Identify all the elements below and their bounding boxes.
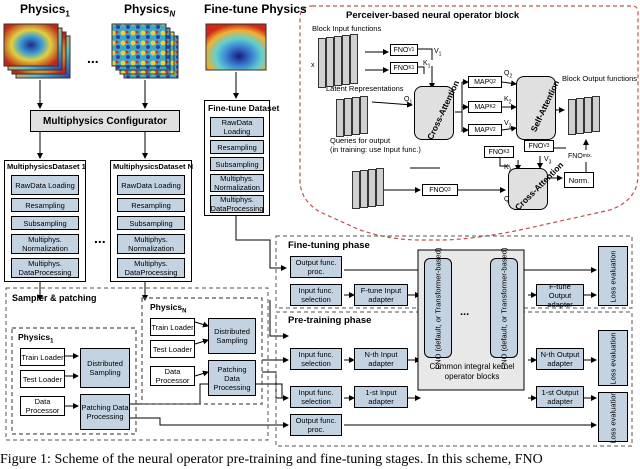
queries-sub-label: (in training: use Input func.) <box>330 145 421 154</box>
pretrain-output-proc: Output func. proc. <box>290 414 342 436</box>
finetune-loss-evaluation: Loss evaluation <box>598 246 628 306</box>
physics-1-label: Physics1 <box>20 2 70 19</box>
common-blocks-label: Common integral kernel operator blocks <box>429 362 515 381</box>
pretrain-phase-title: Pre-training phase <box>288 315 372 326</box>
finetune-input-selection: Input func. selection <box>290 284 342 306</box>
fno-block-left: FNO (default, or Transformer-based) <box>424 247 452 369</box>
train-loader-n: Train Loader <box>150 318 195 336</box>
pretrain-loss-evaluation-1: Loss evaluation <box>598 391 628 443</box>
dataset-n-step: RawData Loading <box>117 175 185 195</box>
first-output-adapter: 1-st Output adapter <box>536 386 584 408</box>
v1-label: V1 <box>434 48 442 58</box>
physics-n-label: PhysicsN <box>124 2 176 19</box>
dataset-n-step: Multiphys. Normalization <box>117 234 185 254</box>
finetune-physics-label: Fine-tune Physics <box>204 2 307 16</box>
first-input-adapter: 1-st Input adapter <box>354 386 408 408</box>
datasets-dots: ... <box>94 230 106 246</box>
q1-label: Q1 <box>404 96 413 106</box>
figure-caption: Figure 1: Scheme of the neural operator … <box>0 452 543 467</box>
dataset-1-step: Multiphys. DataProcessing <box>11 258 79 278</box>
k1-label: K1 <box>423 60 431 70</box>
finetune-dataset-step: RawData Loading <box>210 117 264 137</box>
v3-label: V3 <box>544 156 552 166</box>
dataset-n-title: MultiphysicsDataset N <box>113 162 194 171</box>
physics-n-maps <box>111 23 179 79</box>
dataset-1-step: Resampling <box>11 198 79 212</box>
fno-dots: ... <box>460 306 470 318</box>
block-output-label: Block Output functions <box>562 74 638 83</box>
pretrain-input-selection-1: Input func. selection <box>290 386 342 408</box>
block-input-functions-stack <box>318 34 368 92</box>
finetune-phase-title: Fine-tuning phase <box>288 240 370 251</box>
dataset-1-title: MultiphysicsDataset 1 <box>7 162 86 171</box>
dataset-1-step: Multiphys. Normalization <box>11 234 79 254</box>
finetune-dataset-step: Multiphys. DataProcessing <box>210 195 264 213</box>
data-processor-n: Data Processor <box>150 366 195 386</box>
finetune-input-adapter: F-tune Input adapter <box>354 284 408 306</box>
dataset-n: MultiphysicsDataset N RawData Loading Re… <box>110 160 194 282</box>
train-loader-1: Train Loader <box>20 348 65 366</box>
nth-input-adapter: N-th Input adapter <box>354 348 408 370</box>
finetune-dataset-title: Fine-tune Dataset <box>208 103 280 113</box>
perceiver-title: Perceiver-based neural operator block <box>346 10 520 21</box>
dataset-n-step: Resampling <box>117 198 185 212</box>
norm-box: Norm. <box>564 172 594 188</box>
queries-label: Queries for output <box>330 136 391 145</box>
q2-label: Q2 <box>504 70 513 80</box>
v2-label: V2 <box>504 120 512 130</box>
physics-1-maps <box>3 23 71 79</box>
dataset-1: MultiphysicsDataset 1 RawData Loading Re… <box>4 160 86 282</box>
finetune-physics-map <box>205 23 267 71</box>
physics-1-sampler-label: Physics1 <box>18 332 54 345</box>
test-loader-n: Test Loader <box>150 340 195 358</box>
cross-attention-1: Cross-Attention <box>414 79 461 141</box>
sampler-title: Sampler & patching <box>12 293 97 303</box>
finetune-output-proc: Output func. proc. <box>290 256 342 278</box>
dataset-1-step: Subsampling <box>11 216 79 230</box>
patching-n: Patching Data Processing <box>208 360 256 396</box>
dataset-n-step: Subsampling <box>117 216 185 230</box>
nth-output-adapter: N-th Output adapter <box>536 348 584 370</box>
block-input-label: Block Input functions <box>312 24 382 33</box>
finetune-dataset-step: Multiphys. Normalization <box>210 174 264 192</box>
block-output-stack <box>568 96 614 142</box>
finetune-dataset: Fine-tune Dataset RawData Loading Resamp… <box>204 100 279 216</box>
dataset-n-step: Multiphys. DataProcessing <box>117 258 185 278</box>
distributed-sampling-n: Distributed Sampling <box>208 318 256 354</box>
cross-attention-2: Cross-Attention <box>508 160 565 212</box>
x-axis-label: x <box>311 62 315 69</box>
finetune-output-adapter: F-tune Output adapter <box>536 282 584 309</box>
latent-stack <box>336 96 376 144</box>
queries-stack <box>352 168 392 216</box>
multiphysics-configurator: Multiphysics Configurator <box>30 110 180 132</box>
self-attention: Self-Attention <box>516 76 561 140</box>
k2-label: K2 <box>504 96 512 106</box>
patching-1: Patching Data Processing <box>80 394 130 430</box>
physics-n-sampler-label: PhysicsN <box>150 302 187 315</box>
pretrain-loss-evaluation-n: Loss evaluation <box>598 330 628 386</box>
finetune-dataset-step: Subsampling <box>210 157 264 171</box>
data-processor-1: Data Processor <box>20 396 65 416</box>
dataset-1-step: RawData Loading <box>11 175 79 195</box>
fno-block-right: FNO (default, or Transformer-based) <box>490 247 518 369</box>
pretrain-input-selection-n: Input func. selection <box>290 348 342 370</box>
test-loader-1: Test Loader <box>20 370 65 388</box>
finetune-dataset-step: Resampling <box>210 140 264 154</box>
distributed-sampling-1: Distributed Sampling <box>80 348 130 388</box>
physics-dots: ... <box>87 50 99 66</box>
latent-label: Latent Representations <box>326 84 404 93</box>
